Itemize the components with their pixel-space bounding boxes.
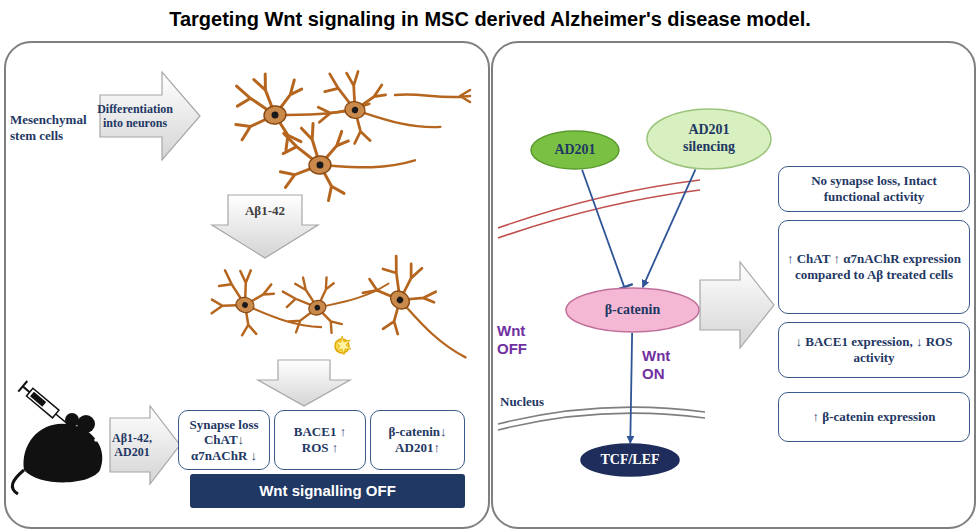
outcome-box: ↓ BACE1 expression, ↓ ROS activity [778,322,970,378]
compartment-label: Nucleus [500,394,570,410]
node-text: Aβ1-42, AD201 [110,431,154,460]
node-text: Differentiation into neurons [97,102,173,131]
node-text: TCF/LEF [600,452,659,469]
outcome-box: ↑ β-catenin expression [778,392,970,442]
node-text: β-catenin [605,302,661,319]
inhibition-connector [582,170,624,287]
activation-connector [630,333,632,443]
status-band: Wnt signalling OFF [190,474,465,508]
node-text: Aβ1-42 [245,203,285,219]
outcome-box: ↑ ChAT ↑ α7nAChR expression compared to … [778,220,970,314]
pathway-state: Wnt ON [642,347,690,383]
process-arrow: Aβ1-42 [230,198,300,224]
node-text: No synapse loss, Intact functional activ… [785,173,963,204]
process-arrow: Differentiation into neurons [104,96,166,136]
pathway-state: Wnt OFF [497,322,545,358]
node-text: Wnt signalling OFF [259,482,396,500]
node-text: β-catenin↓ AD201↑ [377,424,458,455]
finding-box: Synapse loss ChAT↓ α7nAChR ↓ [178,410,270,470]
finding-box: β-catenin↓ AD201↑ [370,410,465,470]
outcome-box: No synapse loss, Intact functional activ… [778,166,970,212]
node-text: AD201 [554,142,595,159]
node-text: ↑ β-catenin expression [813,409,936,425]
protein-ellipse: β-catenin [565,287,700,333]
node-text: ↓ BACE1 expression, ↓ ROS activity [785,334,963,365]
diagram-title: Targeting Wnt signaling in MSC derived A… [0,8,980,31]
silencing-ellipse: AD201 silencing [646,108,772,170]
cell-label: Mesenchymal stem cells [10,112,102,143]
node-text: AD201 silencing [661,122,757,156]
node-text: ↑ ChAT ↑ α7nAChR expression compared to … [785,251,963,282]
node-text: BACE1 ↑ ROS ↑ [281,424,359,455]
finding-box: BACE1 ↑ ROS ↑ [274,410,366,470]
transcription-ellipse: TCF/LEF [580,443,680,477]
drug-ellipse: AD201 [530,130,620,170]
activation-connector [643,169,696,287]
process-arrow: Aβ1-42, AD201 [110,424,154,466]
node-text: Synapse loss ChAT↓ α7nAChR ↓ [185,417,263,464]
